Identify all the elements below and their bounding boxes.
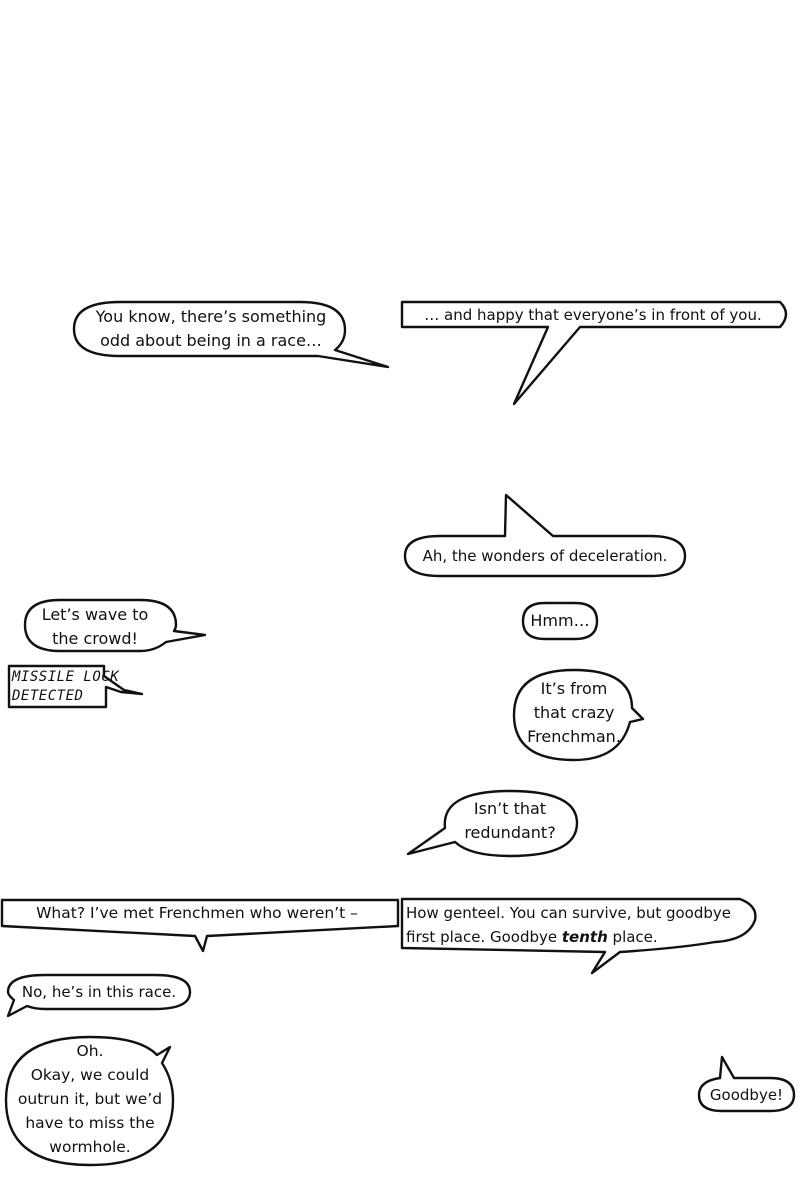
bubble-2-text: … and happy that everyone’s in front of …	[424, 306, 762, 324]
bubble-11-text: No, he’s in this race.	[21, 983, 177, 1001]
bubble-12-text: Oh. Okay, we could outrun it, but we’d h…	[6, 1039, 174, 1159]
bubble-10-text: How genteel. You can survive, but goodby…	[406, 901, 756, 949]
bubble-3-text: Ah, the wonders of deceleration.	[422, 547, 668, 565]
bubble-12-line-3: outrun it, but we’d	[17, 1090, 163, 1108]
speech-bubble-11	[6, 973, 192, 1018]
bubble-12-line-1: Oh.	[76, 1042, 104, 1060]
bubble-8-text: Isn’t that redundant?	[450, 797, 570, 845]
bubble-10-emphasis: tenth	[561, 928, 608, 946]
alert-6-line-2: DETECTED	[12, 688, 84, 704]
bubble-9-text: What? I’ve met Frenchmen who weren’t –	[36, 904, 358, 922]
bubble-1-line-2: odd about being in a race…	[100, 331, 322, 350]
bubble-7-line-2: that crazy	[533, 703, 615, 722]
bubble-8-line-2: redundant?	[464, 823, 556, 842]
bubble-5-text: Hmm…	[530, 611, 590, 630]
bubble-4-text: Let’s wave to the crowd!	[25, 603, 165, 651]
speech-bubble-7	[512, 668, 645, 762]
bubble-4-line-1: Let’s wave to	[41, 605, 149, 624]
bubble-8-line-1: Isn’t that	[473, 799, 547, 818]
bubble-1-text: You know, there’s something odd about be…	[86, 305, 336, 353]
bubble-4-line-2: the crowd!	[52, 629, 138, 648]
bubble-7-line-3: Frenchman.	[527, 727, 621, 746]
speech-bubble-4	[23, 598, 207, 653]
bubble-12-line-5: wormhole.	[49, 1138, 131, 1156]
bubble-1-line-1: You know, there’s something	[95, 307, 327, 326]
speech-bubble-12	[4, 1035, 175, 1167]
speech-bubble-9	[0, 898, 400, 953]
bubble-7-line-1: It’s from	[540, 679, 608, 698]
bubble-12-line-4: have to miss the	[25, 1114, 155, 1132]
bubble-13-text: Goodbye!	[709, 1086, 784, 1104]
speech-bubble-10	[400, 897, 757, 975]
bubble-10-line-2: first place. Goodbye tenth place.	[406, 925, 756, 949]
bubble-10-line-2-a: first place. Goodbye	[406, 928, 558, 946]
speech-bubble-13	[697, 1055, 796, 1113]
bubble-10-line-1: How genteel. You can survive, but goodby…	[406, 904, 732, 922]
bubble-12-line-2: Okay, we could	[30, 1066, 150, 1084]
speech-bubble-5	[521, 601, 599, 641]
bubble-10-line-2-c: place.	[612, 928, 658, 946]
speech-bubble-2	[400, 300, 788, 406]
speech-bubble-8	[406, 789, 579, 858]
alert-box-6	[7, 664, 144, 709]
alert-6-text: MISSILE LOCK DETECTED	[12, 668, 120, 706]
speech-bubble-3	[403, 493, 687, 578]
bubble-7-text: It’s from that crazy Frenchman.	[518, 677, 630, 749]
alert-6-line-1: MISSILE LOCK	[12, 669, 120, 685]
speech-bubble-1	[72, 300, 390, 369]
